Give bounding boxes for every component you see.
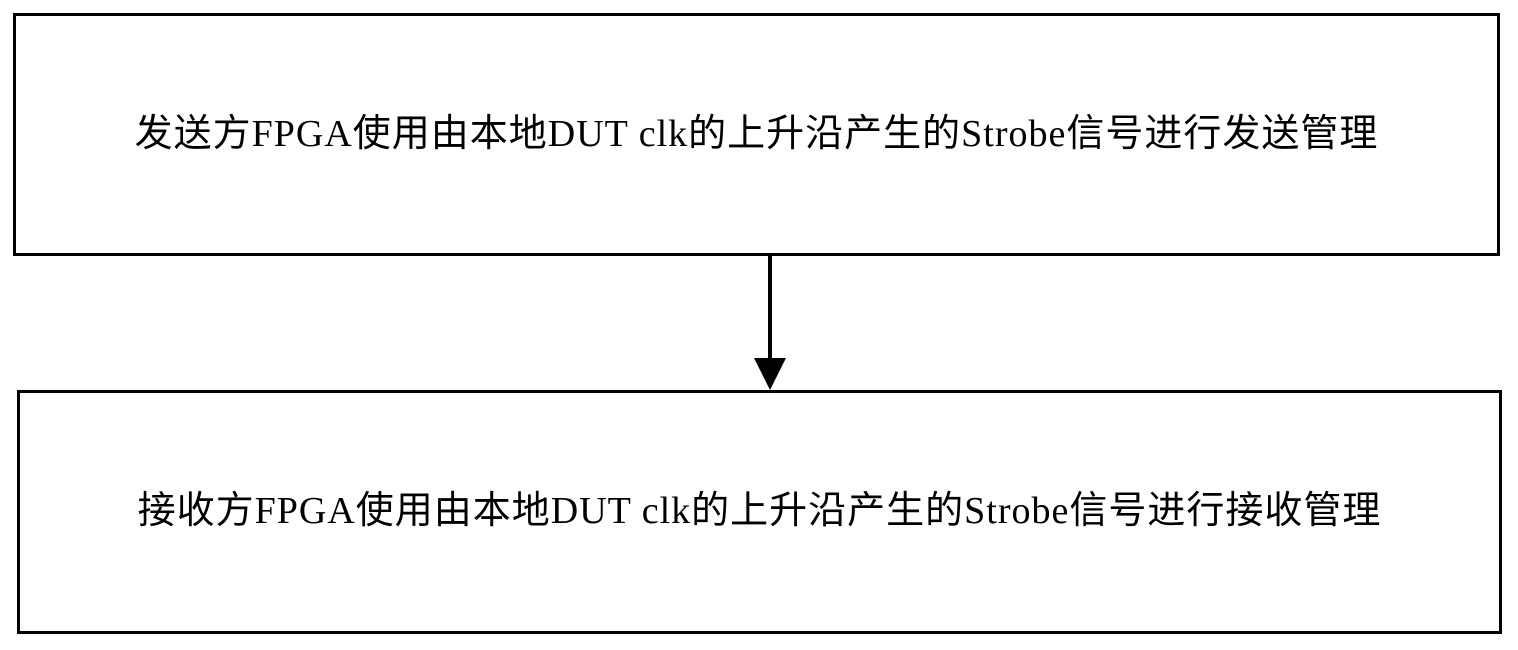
down-arrow-icon — [754, 254, 786, 390]
step-box-send: 发送方FPGA使用由本地DUT clk的上升沿产生的Strobe信号进行发送管理 — [13, 13, 1500, 256]
step-text-receive: 接收方FPGA使用由本地DUT clk的上升沿产生的Strobe信号进行接收管理 — [137, 490, 1382, 533]
step-text-send: 发送方FPGA使用由本地DUT clk的上升沿产生的Strobe信号进行发送管理 — [134, 112, 1379, 155]
step-box-receive: 接收方FPGA使用由本地DUT clk的上升沿产生的Strobe信号进行接收管理 — [17, 390, 1502, 634]
